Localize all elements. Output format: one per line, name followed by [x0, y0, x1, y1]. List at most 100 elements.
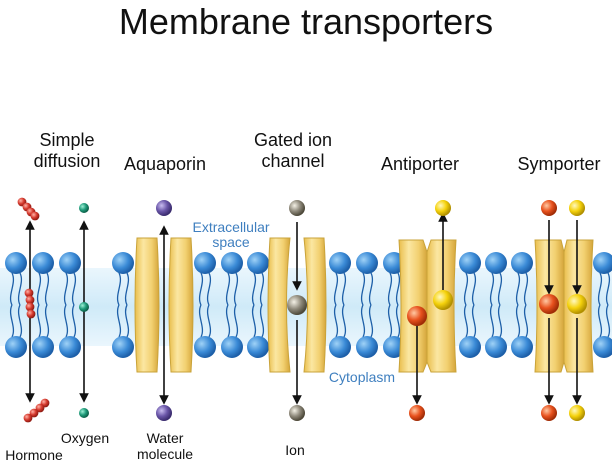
phospholipid-tail [333, 272, 339, 306]
phospholipid-tail [497, 304, 503, 338]
phospholipid-tail [463, 304, 469, 338]
phospholipid-head [593, 252, 612, 274]
label-symporter: Symporter [517, 154, 601, 174]
antiporter-orange-solute-in [407, 306, 427, 326]
oxygen-molecule-middle [79, 302, 89, 312]
phospholipid-tail [368, 272, 374, 306]
phospholipid-tail [233, 304, 239, 338]
phospholipid-tail [63, 304, 69, 338]
phospholipid-tail [523, 304, 529, 338]
hormone-molecule-bottom [23, 398, 50, 423]
phospholipid-tail [198, 304, 204, 338]
symporter-yellow-solute-top [569, 200, 585, 216]
water-molecule-bottom [156, 405, 172, 421]
phospholipid-tail [71, 272, 77, 306]
phospholipid-tail [341, 304, 347, 338]
phospholipid-tail [116, 304, 122, 338]
ion-top [289, 200, 305, 216]
antiporter-yellow-solute-in [433, 290, 453, 310]
phospholipid-tail [44, 304, 50, 338]
phospholipid-tail [124, 272, 130, 306]
phospholipid-tail [395, 272, 401, 306]
phospholipid-tail [251, 272, 257, 306]
phospholipid-head [511, 252, 533, 274]
phospholipid-tail [605, 304, 611, 338]
phospholipid-head [59, 252, 81, 274]
hormone-molecule-middle [24, 288, 36, 319]
phospholipid-tail [198, 272, 204, 306]
phospholipid-tail [63, 272, 69, 306]
phospholipid-head [356, 252, 378, 274]
phospholipid-tail [360, 304, 366, 338]
phospholipid-tail [259, 272, 265, 306]
phospholipid-head [485, 252, 507, 274]
symporter-orange-solute-bottom [541, 405, 557, 421]
phospholipid-tail [233, 272, 239, 306]
label-antiporter: Antiporter [380, 154, 460, 174]
symporter-yellow-solute-bottom [569, 405, 585, 421]
label-simple-diffusion: Simple diffusion [33, 130, 101, 171]
symporter-orange-solute-top [541, 200, 557, 216]
label-ion: Ion [285, 442, 305, 458]
phospholipid-tail [206, 304, 212, 338]
label-aquaporin: Aquaporin [123, 154, 207, 174]
label-oxygen: Oxygen [60, 430, 110, 446]
phospholipid-tail [36, 272, 42, 306]
phospholipid-head [356, 336, 378, 358]
oxygen-molecule-top [79, 203, 89, 213]
ion-bottom [289, 405, 305, 421]
phospholipid-tail [341, 272, 347, 306]
hormone-molecule-top [17, 197, 40, 221]
phospholipid-tail [387, 304, 393, 338]
aquaporin-protein [134, 225, 194, 405]
phospholipid-tail [116, 272, 122, 306]
phospholipid-head [247, 336, 269, 358]
phospholipid-head [593, 336, 612, 358]
water-molecule-top [156, 200, 172, 216]
phospholipid-tail [259, 304, 265, 338]
phospholipid-head [59, 336, 81, 358]
phospholipid-tail [471, 304, 477, 338]
gated-ion-channel-protein [267, 222, 327, 405]
phospholipid-head [511, 336, 533, 358]
phospholipid-head [383, 336, 405, 358]
phospholipid-head [329, 336, 351, 358]
phospholipid-tail [36, 304, 42, 338]
phospholipid-tail [471, 272, 477, 306]
phospholipid-tail [368, 304, 374, 338]
phospholipid-tail [333, 304, 339, 338]
symporter-yellow-solute-middle [567, 294, 587, 314]
phospholipid-tail [206, 272, 212, 306]
phospholipid-tail [489, 304, 495, 338]
phospholipid-tail [17, 304, 23, 338]
phospholipid-tail [9, 272, 15, 306]
phospholipid-tail [44, 272, 50, 306]
phospholipid-tails [9, 272, 611, 338]
oxygen-molecule-bottom [79, 408, 89, 418]
diagram-title: Membrane transporters [118, 1, 494, 42]
ion-in-channel [287, 295, 307, 315]
phospholipid-tail [251, 304, 257, 338]
phospholipid-head [329, 252, 351, 274]
phospholipid-heads [5, 252, 612, 358]
phospholipid-tail [597, 304, 603, 338]
label-cytoplasm: Cytoplasm [328, 369, 396, 385]
phospholipid-tail [523, 272, 529, 306]
phospholipid-tail [17, 272, 23, 306]
symporter-orange-solute-middle [539, 294, 559, 314]
phospholipid-head [5, 252, 27, 274]
phospholipid-tail [395, 304, 401, 338]
label-hormone: Hormone [5, 447, 63, 463]
phospholipid-tail [597, 272, 603, 306]
phospholipid-head [32, 252, 54, 274]
antiporter-yellow-solute-out [435, 200, 451, 216]
label-gated-ion-channel: Gated ion channel [253, 130, 333, 171]
phospholipid-head [221, 336, 243, 358]
label-water-molecule: Water molecule [136, 430, 194, 462]
phospholipid-tail [360, 272, 366, 306]
phospholipid-head [32, 336, 54, 358]
phospholipid-head [194, 252, 216, 274]
phospholipid-head [485, 336, 507, 358]
phospholipid-tail [497, 272, 503, 306]
